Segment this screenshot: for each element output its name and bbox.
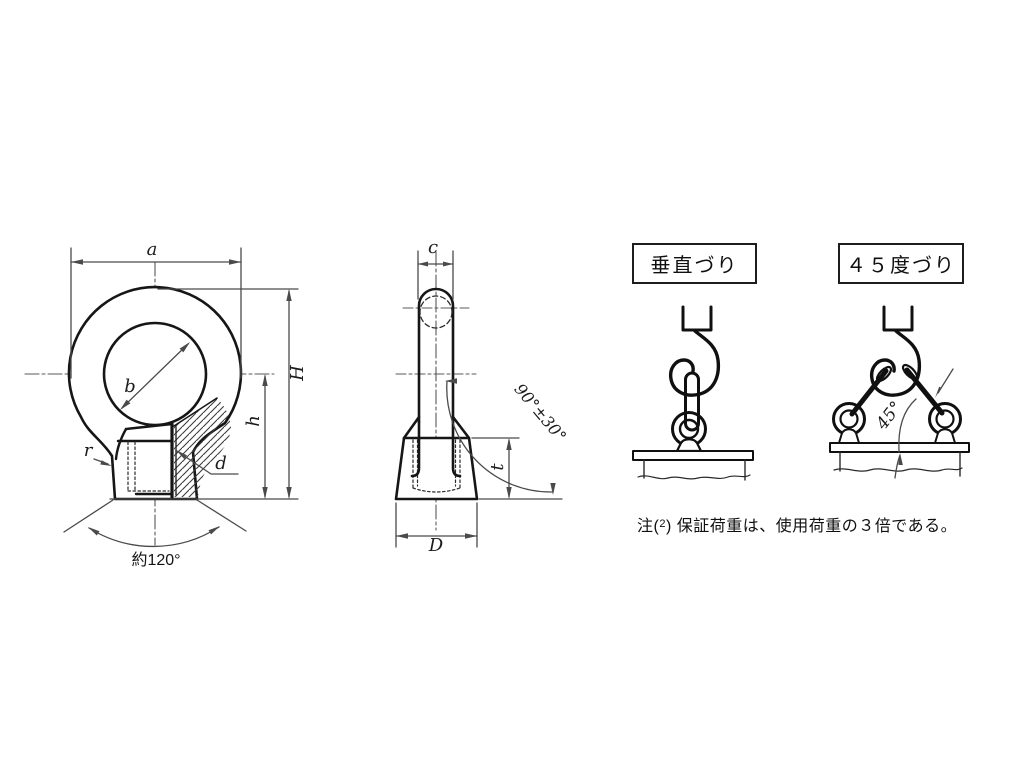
eye-nut-hole <box>678 418 700 440</box>
crane-hook <box>668 329 721 397</box>
arrowhead <box>262 487 268 499</box>
sling-direction-line <box>937 368 954 394</box>
arrowhead <box>262 374 268 386</box>
eye-nut-hole <box>935 409 955 429</box>
arrowhead <box>100 460 112 466</box>
arrowhead <box>286 487 292 499</box>
dim-label-H: H <box>287 365 308 381</box>
crane-bracket <box>882 305 914 332</box>
arrowhead <box>506 438 512 450</box>
hidden-thread-lines <box>127 441 170 492</box>
break-wavy-line <box>833 467 963 472</box>
stem-inside-right <box>451 420 462 478</box>
arrowhead <box>506 487 512 499</box>
dim-label-r: r <box>83 440 93 461</box>
arrowhead <box>418 261 428 267</box>
nut-base <box>394 436 479 501</box>
eye-nut-body <box>838 428 860 444</box>
arrowhead <box>443 261 453 267</box>
d-leader <box>176 450 239 475</box>
dimension-b <box>121 343 189 409</box>
angled-lift-illustration <box>829 305 970 479</box>
crane-bracket <box>681 305 713 332</box>
eye-nut-hole <box>839 409 859 429</box>
stem-inside-left <box>410 420 421 478</box>
note-text: 注(2) 保証荷重は、使用荷重の３倍である。 <box>637 512 957 536</box>
arrowhead <box>935 386 944 398</box>
eye-nut-body <box>675 438 703 453</box>
angle-arc <box>898 398 917 453</box>
arrowhead <box>179 342 190 353</box>
flare-right <box>451 415 471 440</box>
arrowhead <box>898 453 903 466</box>
angle-reference-line <box>894 454 901 479</box>
note-close: ) <box>665 518 672 535</box>
note-body: 保証荷重は、使用荷重の３倍である。 <box>676 518 958 535</box>
note-ref: 2 <box>659 518 666 530</box>
arrowhead <box>176 450 187 460</box>
front-view <box>24 247 299 548</box>
dim-label-D: D <box>428 535 444 556</box>
arrowhead <box>229 259 241 265</box>
vertical-lift-illustration <box>632 305 754 481</box>
dimension-D <box>395 502 478 548</box>
arrowhead <box>465 533 477 539</box>
dimension-H <box>109 288 299 500</box>
dim-label-d: d <box>215 453 227 474</box>
break-wavy-line <box>637 474 751 480</box>
hatch-boundary <box>173 397 218 427</box>
angled-lift-title: ４５度づり <box>846 255 956 277</box>
countersink-angle <box>63 499 247 548</box>
hatch-section <box>174 398 231 497</box>
dim-label-h: h <box>243 415 264 427</box>
dim-label-c: c <box>427 237 439 258</box>
swing-angle-arc <box>446 380 554 493</box>
hidden-hole-lines <box>412 439 461 493</box>
load-plate <box>632 450 754 461</box>
side-view <box>394 250 563 548</box>
arrowhead <box>396 533 408 539</box>
hidden-eye-circle <box>419 295 453 329</box>
arrowhead <box>88 527 100 536</box>
dim-label-b: b <box>124 376 136 397</box>
countersink-angle-label: 約120° <box>131 552 181 569</box>
vertical-lift-title: 垂直づり <box>650 255 739 277</box>
arrowhead <box>120 399 131 410</box>
nut-corner-curve <box>114 427 128 461</box>
arrowhead <box>445 378 457 384</box>
nut-top-edge <box>124 422 174 431</box>
arrowhead <box>286 289 292 301</box>
dim-label-t: t <box>487 463 508 471</box>
arrowhead <box>208 526 220 535</box>
flare-left <box>402 415 421 440</box>
angled-lift-title-box: ４５度づり <box>838 243 964 284</box>
arrowhead <box>71 259 83 265</box>
note-prefix: 注( <box>637 518 660 535</box>
crane-hook <box>869 329 922 397</box>
eye-nut-body <box>934 428 956 444</box>
arrowhead <box>550 483 556 495</box>
ring-stem <box>417 287 455 424</box>
inner-ring-circle <box>102 321 208 427</box>
dim-label-a: a <box>146 239 158 260</box>
dimension-a <box>70 247 242 379</box>
chain-link <box>684 371 700 432</box>
vertical-lift-title-box: 垂直づり <box>632 243 757 284</box>
